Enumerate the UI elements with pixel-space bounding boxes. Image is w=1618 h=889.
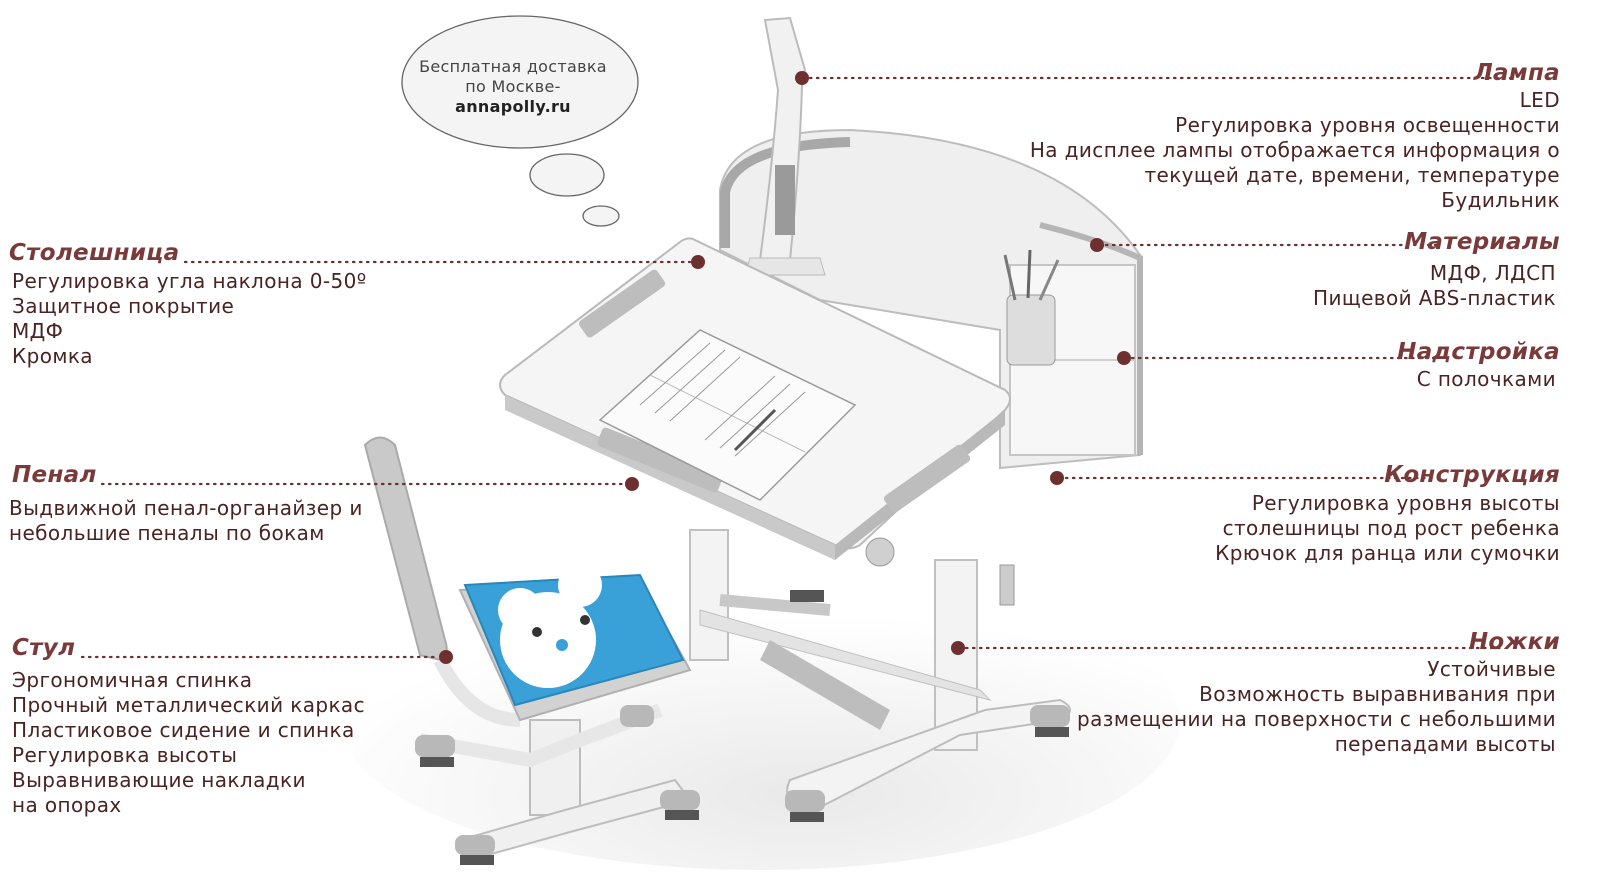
lamp [744,16,826,276]
chair-line: Эргономичная спинка [12,668,253,692]
bubble-site: annapolly.ru [455,97,571,116]
construction-line: Регулировка уровня высоты [1251,491,1560,515]
lamp-description: LED Регулировка уровня освещенности На д… [1030,88,1560,213]
chair-title: Стул [12,635,76,661]
lamp-line: Будильник [1441,188,1560,212]
thought-bubble [401,15,639,227]
superstructure-title: Надстройка [1397,339,1560,365]
superstructure-line: С полочками [1416,367,1556,391]
legs-line: размещении на поверхности с небольшими [1077,707,1556,731]
leader-lines [80,76,1514,659]
pencil-case-description: Выдвижной пенал-органайзер и небольшие п… [9,496,363,546]
construction-description: Регулировка уровня высоты столешницы под… [1215,491,1560,566]
tabletop-line: Кромка [12,344,93,368]
superstructure-description: С полочками [1417,367,1556,392]
pencil-case-line: небольшие пеналы по бокам [9,521,325,545]
desk-tabletop [499,237,1011,560]
bubble-line-1: Бесплатная доставка [419,57,607,76]
materials-line: Пищевой ABS-пластик [1313,286,1556,310]
lamp-line: Регулировка уровня освещенности [1175,113,1560,137]
desk-frame [689,529,1071,822]
chair-line: Пластиковое сидение и спинка [12,718,355,742]
tabletop-title: Столешница [9,240,180,266]
materials-title: Материалы [1404,229,1560,255]
chair-line: на опорах [12,793,122,817]
tabletop-line: МДФ [12,319,64,343]
tabletop-line: Регулировка угла наклона 0-50º [12,269,367,293]
chair-description: Эргономичная спинка Прочный металлически… [12,668,365,818]
construction-line: Крючок для ранца или сумочки [1215,541,1560,565]
legs-line: Возможность выравнивания при [1199,682,1556,706]
lamp-title: Лампа [1473,60,1560,86]
construction-title: Конструкция [1384,462,1560,488]
pencil-case-title: Пенал [12,462,97,488]
lamp-line: На дисплее лампы отображается информация… [1029,138,1560,162]
tabletop-line: Защитное покрытие [12,294,235,318]
chair-line: Выравнивающие накладки [12,768,306,792]
chair-line: Прочный металлический каркас [12,693,365,717]
materials-description: МДФ, ЛДСП Пищевой ABS-пластик [1313,261,1556,311]
materials-line: МДФ, ЛДСП [1429,261,1556,285]
chair-line: Регулировка высоты [12,743,238,767]
construction-line: столешницы под рост ребенка [1222,516,1560,540]
pencil-case-line: Выдвижной пенал-органайзер и [9,496,363,520]
legs-title: Ножки [1468,629,1560,655]
lamp-line: LED [1519,88,1560,112]
legs-line: Устойчивые [1427,657,1556,681]
leader-dots [439,71,1131,664]
desk-superstructure [719,128,1143,470]
legs-line: перепадами высоты [1334,732,1556,756]
bubble-line-2: по Москве- [465,77,561,96]
legs-description: Устойчивые Возможность выравнивания при … [1077,657,1556,757]
tabletop-description: Регулировка угла наклона 0-50º Защитное … [12,269,367,369]
delivery-bubble-text: Бесплатная доставка по Москве- annapolly… [398,57,628,117]
chair [363,436,700,865]
lamp-line: текущей дате, времени, температуре [1144,163,1560,187]
